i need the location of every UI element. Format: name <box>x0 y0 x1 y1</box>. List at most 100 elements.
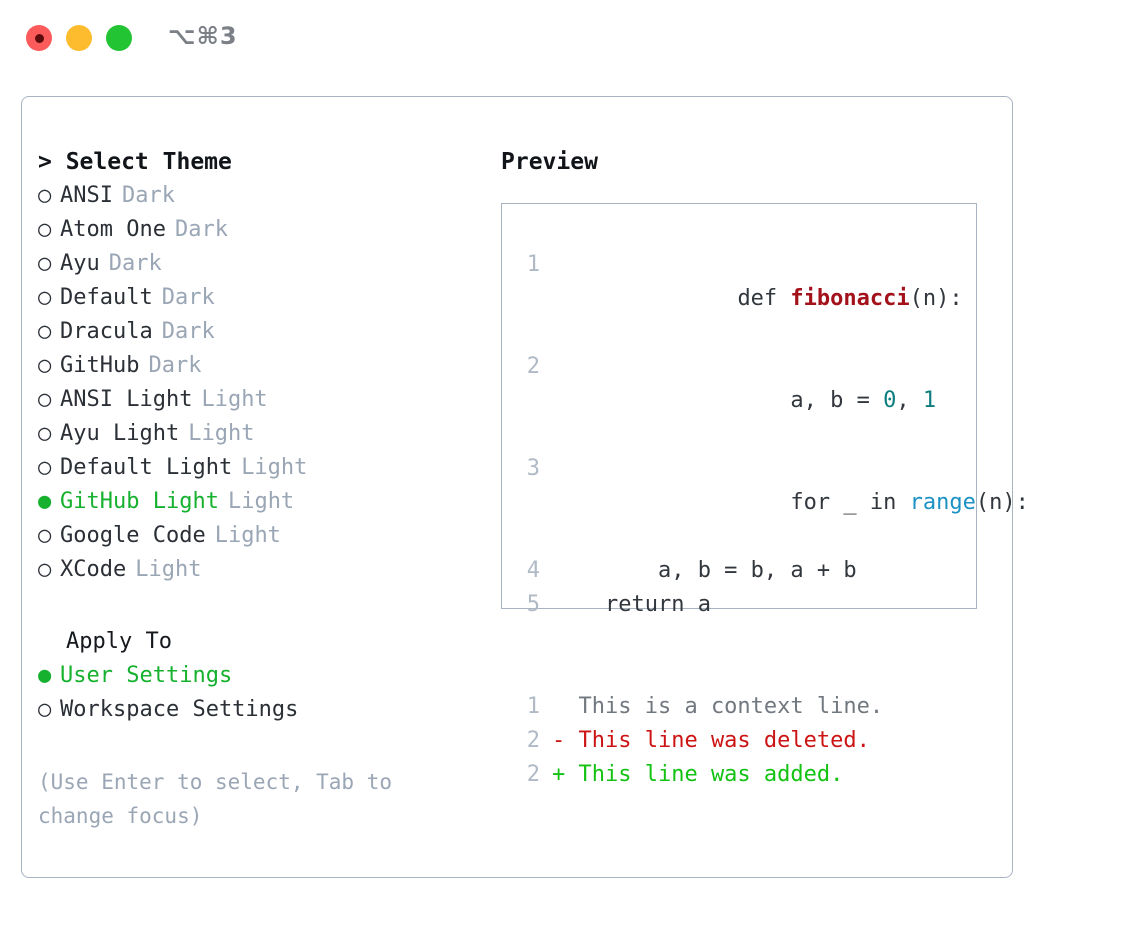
theme-list-item[interactable]: ○ ANSI Dark <box>38 179 478 213</box>
diff-sample: 1 This is a context line. 2 - This line … <box>502 690 976 792</box>
theme-list-item[interactable]: ○ Default Light Light <box>38 451 478 485</box>
theme-list-item[interactable]: ○ Google Code Light <box>38 519 478 553</box>
theme-kind: Dark <box>174 217 228 242</box>
theme-kind: Dark <box>161 285 215 310</box>
theme-name: Google Code <box>60 523 206 548</box>
minimize-button[interactable] <box>66 25 92 51</box>
theme-kind: Light <box>135 557 202 582</box>
keyboard-hint-text: (Use Enter to select, Tab to change focu… <box>38 770 405 828</box>
code-token: for _ in <box>737 490 910 515</box>
theme-list-item[interactable]: ○ Ayu Light Light <box>38 417 478 451</box>
radio-unselected-icon[interactable]: ○ <box>38 557 52 582</box>
theme-list-item[interactable]: ○ Default Dark <box>38 281 478 315</box>
theme-kind: Dark <box>161 319 215 344</box>
line-number: 2 <box>526 728 540 753</box>
code-line: 2 a, b = 0, 1 <box>502 350 976 452</box>
code-line: 1 def fibonacci(n): <box>502 248 976 350</box>
radio-unselected-icon[interactable]: ○ <box>38 251 52 276</box>
theme-list-item-selected[interactable]: ● GitHub Light Light <box>38 485 478 519</box>
apply-to-heading: Apply To <box>66 629 172 654</box>
theme-kind: Dark <box>121 183 175 208</box>
theme-name: GitHub <box>60 353 140 378</box>
select-theme-header: > Select Theme <box>38 149 232 175</box>
code-token-function: fibonacci <box>790 286 910 311</box>
theme-list-item[interactable]: ○ Ayu Dark <box>38 247 478 281</box>
theme-list-item[interactable]: ○ Atom One Dark <box>38 213 478 247</box>
theme-name: Ayu Light <box>60 421 180 446</box>
radio-unselected-icon[interactable]: ○ <box>38 319 52 344</box>
theme-list-item[interactable]: ○ GitHub Dark <box>38 349 478 383</box>
code-token: (n): <box>909 286 963 311</box>
radio-unselected-icon[interactable]: ○ <box>38 217 52 242</box>
line-number: 4 <box>526 558 540 583</box>
theme-kind: Light <box>214 523 281 548</box>
code-token: , <box>896 388 923 413</box>
code-token: (n): <box>975 490 1029 515</box>
radio-unselected-icon[interactable]: ○ <box>38 697 52 722</box>
title-bar: ⌥⌘3 <box>0 0 1140 80</box>
apply-to-option-selected[interactable]: ● User Settings <box>38 659 478 693</box>
code-sample: 1 def fibonacci(n): 2 a, b = 0, 1 3 <box>502 248 1029 622</box>
preview-title: Preview <box>501 149 598 175</box>
code-token-number: 1 <box>922 388 937 413</box>
line-number: 2 <box>526 354 540 379</box>
close-button[interactable] <box>26 25 52 51</box>
theme-kind: Light <box>201 387 268 412</box>
theme-list: ○ ANSI Dark ○ Atom One Dark ○ Ayu Dark <box>38 179 478 587</box>
code-line: 3 for _ in range(n): <box>502 452 1029 554</box>
line-number: 5 <box>526 592 540 617</box>
apply-to-group: ● User Settings ○ Workspace Settings <box>38 659 478 727</box>
radio-unselected-icon[interactable]: ○ <box>38 421 52 446</box>
radio-unselected-icon[interactable]: ○ <box>38 455 52 480</box>
theme-picker-column: > Select Theme ○ ANSI Dark ○ Atom One Da… <box>38 145 478 833</box>
apply-to-option-label: Workspace Settings <box>60 697 299 722</box>
radio-unselected-icon[interactable]: ○ <box>38 183 52 208</box>
theme-list-item[interactable]: ○ Dracula Dark <box>38 315 478 349</box>
theme-name: Default Light <box>60 455 233 480</box>
line-number: 1 <box>526 694 540 719</box>
radio-selected-icon[interactable]: ● <box>38 489 52 514</box>
theme-name: Dracula <box>60 319 153 344</box>
theme-name: ANSI <box>60 183 113 208</box>
radio-unselected-icon[interactable]: ○ <box>38 523 52 548</box>
apply-to-option[interactable]: ○ Workspace Settings <box>38 693 478 727</box>
code-text: a, b = 0, 1 <box>552 350 936 452</box>
radio-unselected-icon[interactable]: ○ <box>38 353 52 378</box>
line-number: 1 <box>526 252 540 277</box>
spacer <box>502 656 976 690</box>
window-controls <box>26 25 132 51</box>
theme-name: GitHub Light <box>60 489 219 514</box>
theme-kind: Dark <box>108 251 162 276</box>
theme-list-item[interactable]: ○ XCode Light <box>38 553 478 587</box>
code-text: return a <box>552 592 711 617</box>
code-token-call: range <box>909 490 976 515</box>
code-line: 5 return a <box>502 588 976 622</box>
preview-column: Preview 1 def fibonacci(n): 2 a, b = 0, … <box>501 145 1029 787</box>
code-token: a, b = <box>737 388 884 413</box>
theme-name: ANSI Light <box>60 387 193 412</box>
theme-kind: Light <box>241 455 308 480</box>
diff-line-context: 1 This is a context line. <box>502 690 976 724</box>
theme-list-item[interactable]: ○ ANSI Light Light <box>38 383 478 417</box>
preview-box: 1 def fibonacci(n): 2 a, b = 0, 1 3 <box>501 203 1029 787</box>
code-token-number: 0 <box>883 388 897 413</box>
spacer <box>502 622 976 656</box>
spacer <box>38 587 478 625</box>
code-text: a, b = b, a + b <box>552 558 857 583</box>
diff-line-deleted: 2 - This line was deleted. <box>502 724 976 758</box>
code-token: def <box>737 286 791 311</box>
theme-kind: Dark <box>148 353 202 378</box>
radio-unselected-icon[interactable]: ○ <box>38 285 52 310</box>
code-text: def fibonacci(n): <box>552 248 963 350</box>
radio-unselected-icon[interactable]: ○ <box>38 387 52 412</box>
radio-selected-icon[interactable]: ● <box>38 663 52 688</box>
theme-kind: Light <box>227 489 295 514</box>
diff-line-text: - This line was deleted. <box>552 728 870 753</box>
window-title: ⌥⌘3 <box>168 22 238 50</box>
maximize-button[interactable] <box>106 25 132 51</box>
theme-name: XCode <box>60 557 127 582</box>
code-text: for _ in range(n): <box>552 452 1029 554</box>
diff-line-added: 2 + This line was added. <box>502 758 976 792</box>
line-number: 2 <box>526 762 540 787</box>
